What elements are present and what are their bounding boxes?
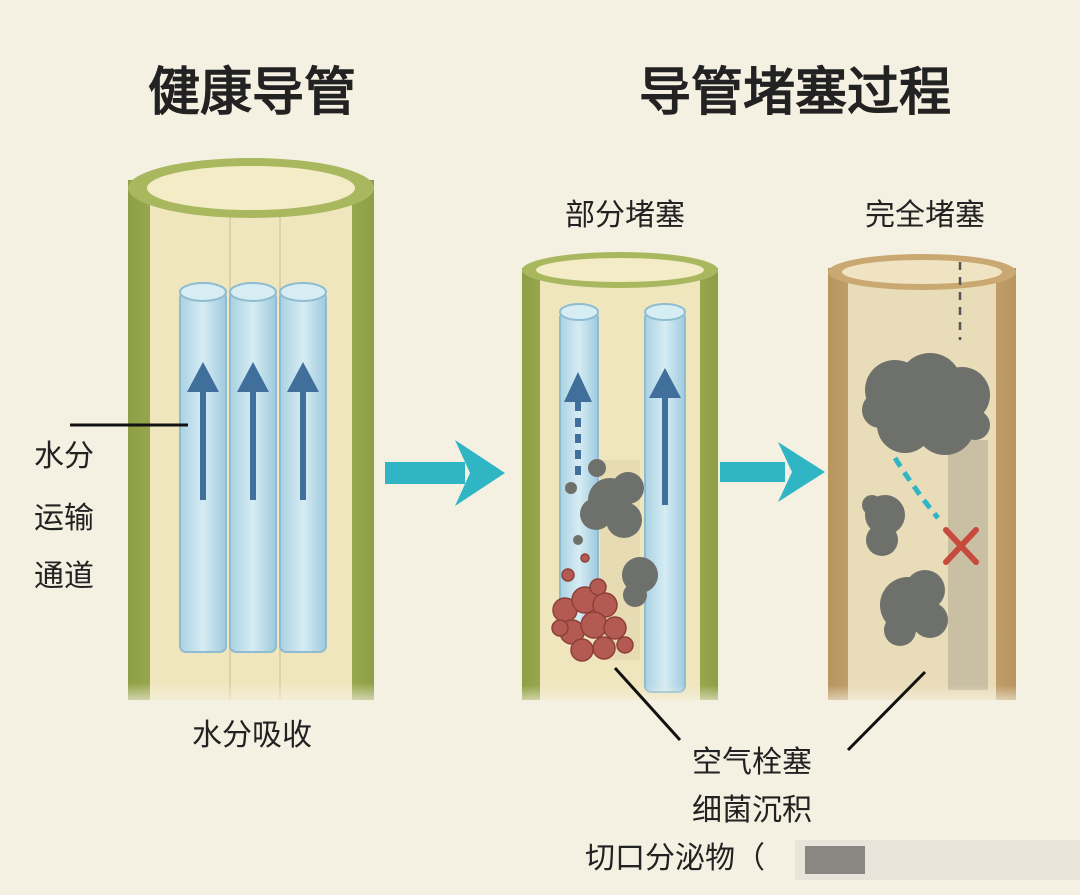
healthy-vessel [120, 158, 382, 710]
water-channel-label-3: 通道 [34, 559, 94, 594]
water-tube-top [559, 303, 599, 321]
complete-blockage-vessel [820, 254, 1025, 710]
right-arrow-icon [720, 442, 825, 502]
cause-leader-line-right [846, 670, 927, 752]
clog-deposit [565, 459, 658, 607]
up-arrow-icon [564, 372, 592, 475]
complete-vessel-opening [842, 260, 1002, 284]
x-mark-icon [943, 527, 979, 565]
air-embolism-label: 空气栓塞 [692, 745, 812, 780]
bacterial-deposit-label: 细菌沉积 [692, 793, 812, 828]
cut-secretion-label: 切口分泌物（ [585, 841, 765, 876]
cause-leader-line-left [613, 666, 682, 742]
water-tube-top [644, 303, 686, 321]
water-tube-top [229, 282, 277, 302]
up-arrow-icon [237, 362, 269, 500]
blocked-flow-path [892, 456, 940, 520]
up-arrow-icon [649, 368, 681, 505]
clog-deposit [862, 495, 905, 556]
obscured-text-fragment [805, 846, 865, 874]
complete-vessel-fade [820, 610, 1025, 710]
up-arrow-icon [187, 362, 219, 500]
water-absorption-label: 水分吸收 [192, 718, 312, 753]
water-tube-top [279, 282, 327, 302]
partial-vessel-fade [515, 610, 725, 710]
partial-blockage-label: 部分堵塞 [565, 198, 685, 233]
water-channel-label-1: 水分 [34, 439, 94, 474]
right-arrow-icon [385, 440, 505, 506]
healthy-vessel-opening [147, 166, 355, 210]
water-tube-top [179, 282, 227, 302]
partial-blockage-vessel [515, 252, 725, 710]
water-channel-label-2: 运输 [34, 501, 94, 536]
healthy-vessel-fade [120, 600, 382, 710]
up-arrow-icon [287, 362, 319, 500]
complete-blockage-label: 完全堵塞 [865, 198, 985, 233]
partial-vessel-opening [536, 258, 704, 282]
healthy-title: 健康导管 [148, 63, 356, 123]
blockage-process-title: 导管堵塞过程 [639, 63, 951, 123]
clog-deposit [862, 353, 990, 455]
